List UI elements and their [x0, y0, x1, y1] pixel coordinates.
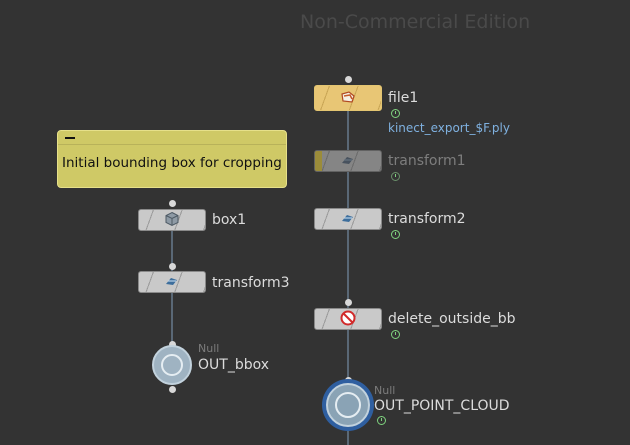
delete-outside-bb-node[interactable]	[314, 308, 382, 330]
bypass-flag[interactable]	[315, 151, 322, 171]
box-icon	[165, 211, 179, 229]
box1-input-connector[interactable]	[169, 200, 176, 207]
transform3-node[interactable]	[138, 271, 206, 293]
transform2-node[interactable]	[314, 208, 382, 230]
null-icon	[335, 392, 361, 418]
transform1-node[interactable]	[314, 150, 382, 172]
transform3-input-connector[interactable]	[169, 263, 176, 270]
time-dependent-icon	[391, 172, 400, 181]
transform2-label: transform2	[388, 211, 466, 227]
time-dependent-icon	[391, 109, 400, 118]
null-icon	[161, 354, 183, 376]
time-dependent-icon	[391, 330, 400, 339]
delete-input-connector[interactable]	[345, 299, 352, 306]
sticky-note[interactable]: Initial bounding box for cropping	[57, 130, 287, 188]
time-dependent-icon	[391, 230, 400, 239]
out-point-cloud-type: Null	[374, 384, 396, 397]
file1-input-connector[interactable]	[345, 76, 352, 83]
sticky-note-text: Initial bounding box for cropping	[62, 155, 282, 171]
box1-label: box1	[212, 212, 247, 228]
out-point-cloud-input-connector[interactable]	[345, 377, 352, 384]
transform3-label: transform3	[212, 275, 290, 291]
out-bbox-input-connector[interactable]	[169, 341, 176, 348]
box1-node[interactable]	[138, 209, 206, 231]
file-icon	[340, 90, 356, 106]
out-bbox-output-connector[interactable]	[169, 386, 176, 393]
file1-label: file1	[388, 90, 419, 106]
out-bbox-type: Null	[198, 342, 220, 355]
time-dependent-icon	[377, 416, 386, 425]
file1-node[interactable]	[314, 85, 382, 111]
transform-icon	[340, 154, 356, 168]
out-bbox-label: OUT_bbox	[198, 357, 270, 373]
out-point-cloud-label: OUT_POINT_CLOUD	[374, 398, 510, 414]
delete-icon	[340, 310, 356, 328]
transform-icon	[164, 275, 180, 289]
transform1-label: transform1	[388, 153, 466, 169]
delete-outside-bb-label: delete_outside_bb	[388, 311, 516, 327]
edition-watermark: Non-Commercial Edition	[300, 11, 531, 33]
sticky-note-titlebar[interactable]	[58, 131, 286, 145]
out-bbox-null-node[interactable]	[152, 345, 192, 385]
file1-sublabel: kinect_export_$F.ply	[388, 121, 510, 135]
collapse-icon[interactable]	[65, 137, 75, 139]
transform-icon	[340, 212, 356, 226]
out-point-cloud-null-node[interactable]	[326, 383, 370, 427]
